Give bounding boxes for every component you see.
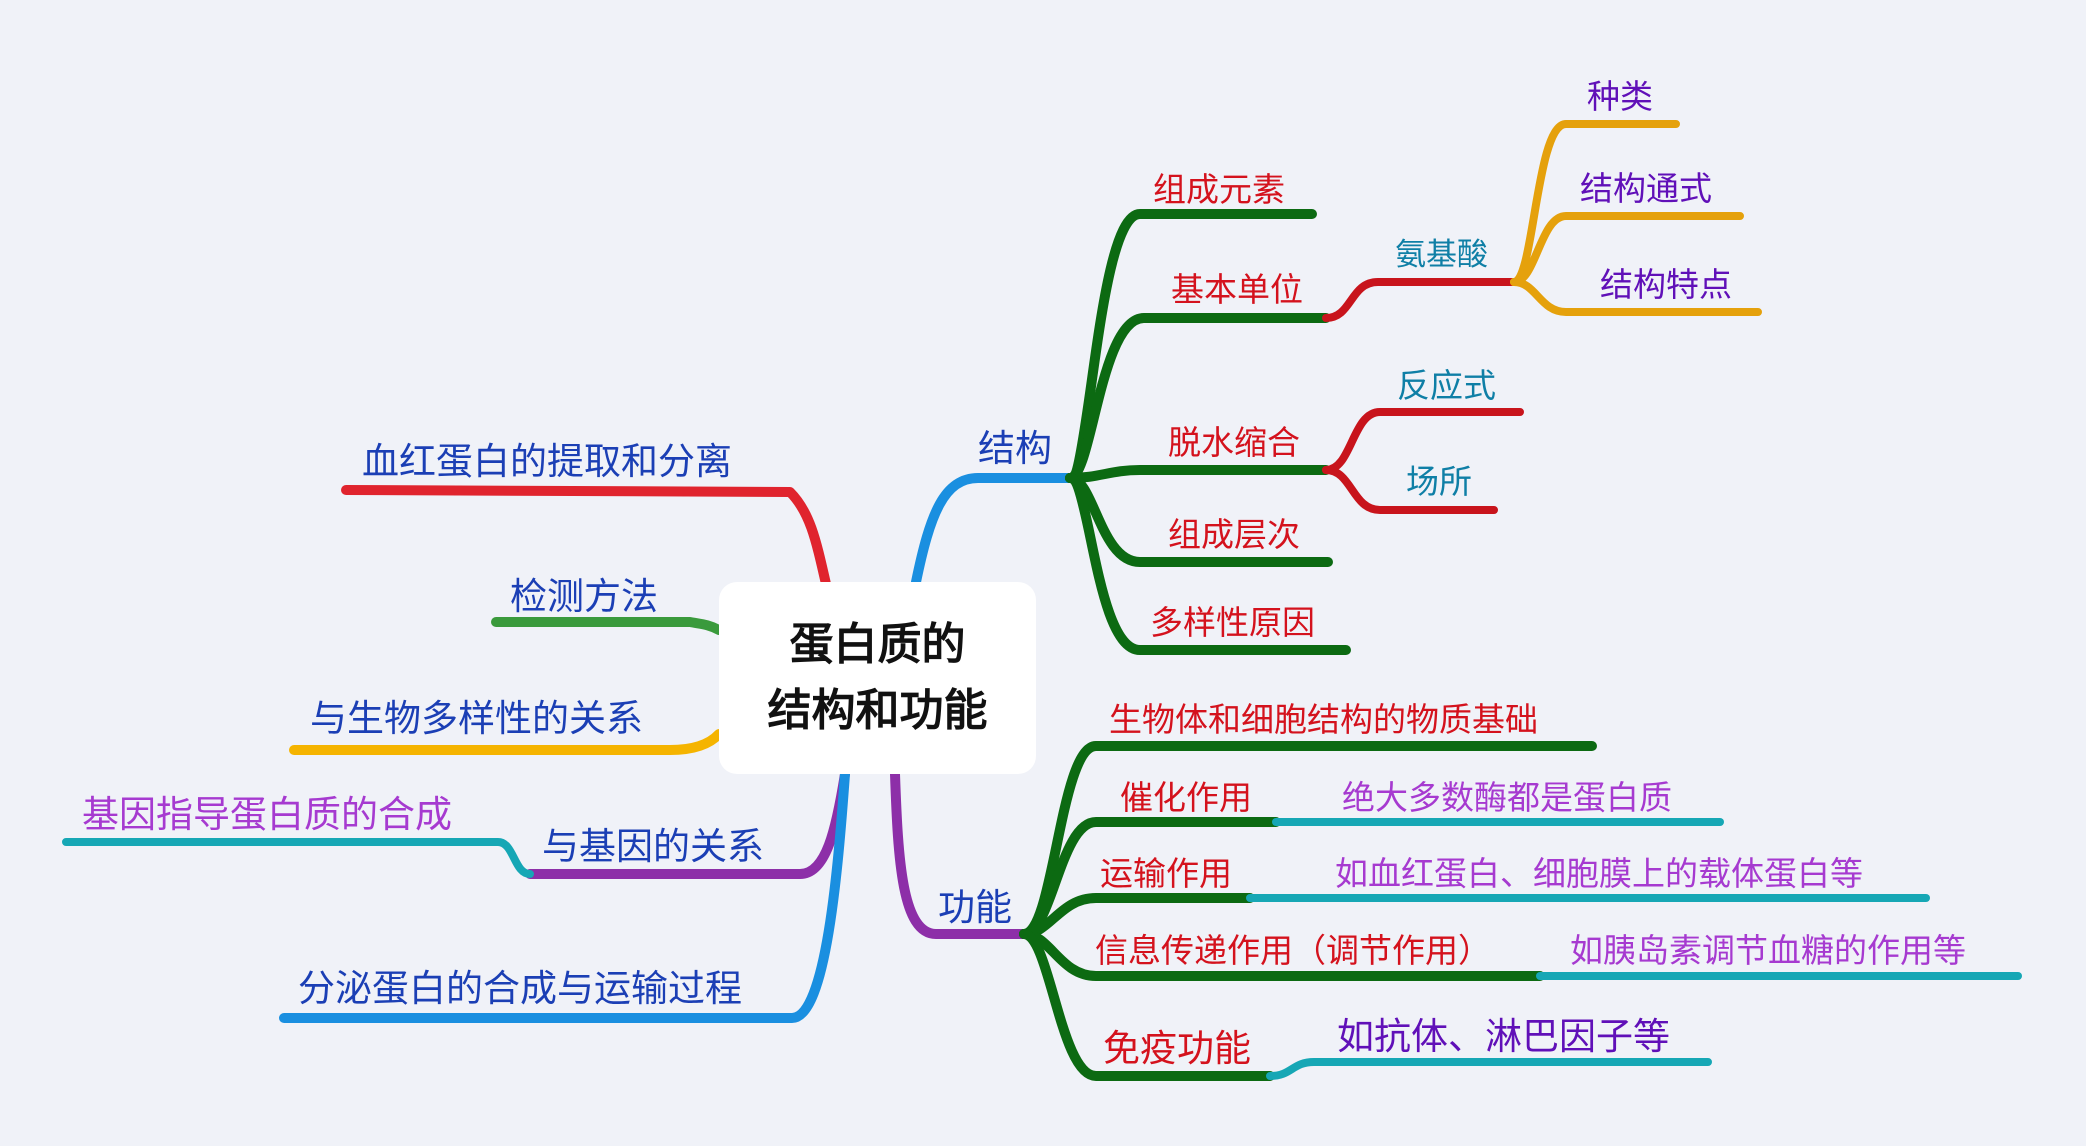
connector-hemoglobin — [341, 485, 831, 589]
connector-function — [890, 769, 1029, 939]
subtopic-site[interactable]: 场所 — [1406, 462, 1472, 501]
connector-immunity — [1019, 929, 1275, 1081]
connector-material-basis — [1019, 741, 1597, 939]
connector-transport — [1019, 893, 1255, 939]
subtopic-kinds[interactable]: 种类 — [1587, 77, 1653, 116]
central-topic-line2: 结构和功能 — [767, 685, 988, 736]
subtopic-transport[interactable]: 运输作用 — [1100, 854, 1232, 893]
connector-secretion — [279, 769, 850, 1023]
subtopic-diversity-cause[interactable]: 多样性原因 — [1150, 603, 1315, 642]
subtopic-structural-features[interactable]: 结构特点 — [1600, 265, 1732, 304]
subtopic-reaction-formula[interactable]: 反应式 — [1397, 366, 1496, 405]
connector-basic-unit — [1065, 313, 1331, 483]
connector-detection — [491, 617, 724, 635]
topic-gene-relation[interactable]: 与基因的关系 — [542, 825, 764, 868]
connector-biodiversity — [289, 729, 724, 755]
subtopic-signaling[interactable]: 信息传递作用（调节作用） — [1095, 931, 1491, 970]
topic-detection-methods[interactable]: 检测方法 — [510, 575, 658, 618]
connector-site — [1322, 466, 1498, 514]
subtopic-amino-acid[interactable]: 氨基酸 — [1395, 237, 1488, 273]
connector-gene-guided — [62, 838, 534, 878]
topic-secretory-protein-process[interactable]: 分泌蛋白的合成与运输过程 — [298, 967, 742, 1010]
topic-hemoglobin-extraction[interactable]: 血红蛋白的提取和分离 — [362, 440, 732, 483]
topic-function[interactable]: 功能 — [938, 886, 1012, 929]
subtopic-catalysis-detail[interactable]: 绝大多数酶都是蛋白质 — [1342, 778, 1672, 817]
subtopic-dehydration-condensation[interactable]: 脱水缩合 — [1168, 423, 1300, 462]
subtopic-general-formula[interactable]: 结构通式 — [1580, 169, 1712, 208]
subtopic-signaling-detail[interactable]: 如胰岛素调节血糖的作用等 — [1570, 931, 1966, 970]
connector-diversity — [1065, 473, 1351, 655]
subtopic-immunity-detail[interactable]: 如抗体、淋巴因子等 — [1337, 1015, 1670, 1058]
subtopic-composition-levels[interactable]: 组成层次 — [1168, 515, 1300, 554]
subtopic-composition-elements[interactable]: 组成元素 — [1153, 170, 1285, 209]
central-topic-line1: 蛋白质的 — [789, 619, 966, 670]
central-topic[interactable]: 蛋白质的 结构和功能 — [719, 582, 1036, 774]
subtopic-gene-guided-synthesis[interactable]: 基因指导蛋白质的合成 — [82, 793, 452, 836]
subtopic-immunity[interactable]: 免疫功能 — [1103, 1027, 1251, 1070]
subtopic-basic-unit[interactable]: 基本单位 — [1171, 270, 1303, 309]
topic-structure[interactable]: 结构 — [978, 427, 1052, 470]
connector-immunity-detail — [1266, 1058, 1712, 1080]
connector-structure — [911, 473, 1075, 587]
connector-amino-acid — [1322, 278, 1518, 322]
subtopic-catalysis[interactable]: 催化作用 — [1120, 778, 1252, 817]
subtopic-material-basis[interactable]: 生物体和细胞结构的物质基础 — [1109, 700, 1538, 739]
connector-features — [1510, 278, 1762, 316]
connector-dehydration — [1065, 465, 1331, 483]
subtopic-transport-detail[interactable]: 如血红蛋白、细胞膜上的载体蛋白等 — [1335, 854, 1863, 893]
topic-biodiversity-relation[interactable]: 与生物多样性的关系 — [310, 697, 643, 740]
